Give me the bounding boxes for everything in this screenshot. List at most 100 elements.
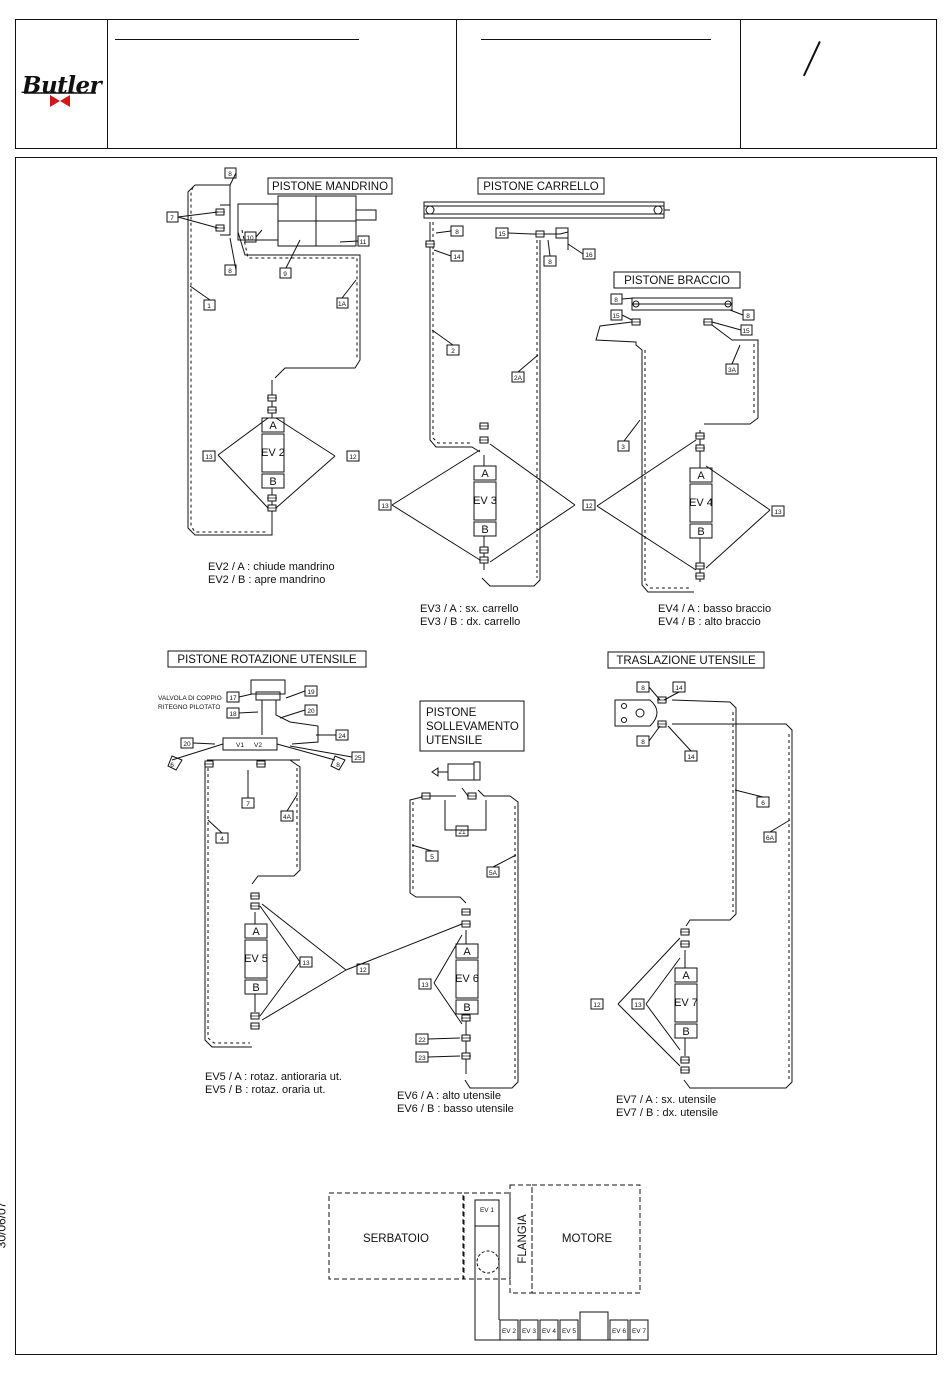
tag-m4: 11 <box>360 239 367 246</box>
tag-c5: 16 <box>585 252 593 259</box>
ev4-a-label: A <box>697 470 705 482</box>
ev7-b-label: B <box>682 1026 689 1038</box>
ev5-b-label: B <box>252 982 259 994</box>
ev6-caption-a: EV6 / A : alto utensile <box>397 1090 501 1102</box>
ev4-caption-a: EV4 / A : basso braccio <box>658 603 771 615</box>
tag-s3: 5A <box>489 870 498 877</box>
tag-m7: 1 <box>207 303 211 310</box>
ev1-label: EV 1 <box>480 1207 494 1214</box>
ev7-caption-b: EV7 / B : dx. utensile <box>616 1107 718 1119</box>
tag-t6: 6A <box>766 835 775 842</box>
braccio-title-box <box>613 271 741 289</box>
manifold-ev6: EV 6 <box>612 1328 626 1335</box>
tag-m5: 8 <box>228 268 232 275</box>
tag-m2: 7 <box>170 215 174 222</box>
code-cell <box>456 20 741 148</box>
ev6-body <box>455 959 479 999</box>
tag-r9: 8 <box>336 762 340 769</box>
section-traslazione <box>590 651 793 1089</box>
hose-5a <box>430 787 519 1089</box>
tag-s6: 23 <box>418 1055 426 1062</box>
tag-r11: 4 <box>220 836 224 843</box>
tag-b1: 8 <box>614 297 618 304</box>
ev4-caption-b: EV4 / B : alto braccio <box>658 616 761 628</box>
tag-r12: 4A <box>283 814 292 821</box>
hose-2a <box>481 240 541 587</box>
tag-t5: 6 <box>761 800 765 807</box>
tag-b4: 15 <box>742 328 750 335</box>
ev3-label: EV 3 <box>473 495 497 507</box>
ev3-a-box <box>473 465 497 481</box>
section-traslazione-text: TRASLAZIONE UTENSILE A EV 7 B 8 14 8 14 … <box>593 655 774 1119</box>
hose-6 <box>671 699 737 927</box>
valve-note-line2: RITEGNO PILOTATO <box>158 704 220 711</box>
ev6-b-box <box>455 999 479 1015</box>
tag-m6: 9 <box>283 271 287 278</box>
leader-12-ev2 <box>275 417 336 509</box>
tag-m9: 13 <box>205 454 213 461</box>
check-valve-block <box>222 737 278 751</box>
section-braccio-text: PISTONE BRACCIO A EV 4 B 8 15 8 15 3A 3 … <box>612 275 782 628</box>
ev2-a-label: A <box>269 420 277 432</box>
v2-label: V2 <box>254 742 262 749</box>
tag-t3: 8 <box>641 739 645 746</box>
tag-s2: 5 <box>430 854 434 861</box>
tag-b6: 3 <box>621 444 625 451</box>
ev2-body <box>261 433 285 473</box>
port-6-icon <box>167 755 183 771</box>
mandrino-pipe-top <box>195 184 231 236</box>
tag-b3: 8 <box>746 313 750 320</box>
ev3-b-label: B <box>481 524 488 536</box>
section-sollevamento-text: PISTONE SOLLEVAMENTO UTENSILE A EV 6 B 2… <box>397 707 519 1115</box>
flange-label: FLANGIA <box>517 1214 529 1264</box>
mandrino-title-box <box>267 177 393 195</box>
hose-1a-dash <box>241 229 358 358</box>
tag-r3: 19 <box>307 689 315 696</box>
tag-m10: 12 <box>349 454 357 461</box>
rotazione-motor <box>250 679 286 701</box>
leader-13-ev5 <box>259 905 301 1017</box>
tag-r1: 17 <box>229 695 237 702</box>
leader-12-ev3 <box>489 443 576 563</box>
mandrino-title: PISTONE MANDRINO <box>272 181 388 193</box>
ev7-b-box <box>674 1023 698 1039</box>
carrello-title: PISTONE CARRELLO <box>483 181 599 193</box>
tag-r6: 20 <box>183 741 191 748</box>
tag-b5: 3A <box>728 367 737 374</box>
ev2-a-box <box>261 417 285 433</box>
ev4-b-label: B <box>697 526 704 538</box>
braccio-cylinder <box>631 297 733 311</box>
rotazione-title-box <box>167 650 367 668</box>
manifold-ev3: EV 3 <box>522 1328 536 1335</box>
ev5-a-label: A <box>252 926 260 938</box>
ev2-b-label: B <box>269 476 276 488</box>
hose-6a <box>672 723 793 1089</box>
brand-name: Butler <box>22 72 102 99</box>
tag-r8: 6 <box>170 762 174 769</box>
manifold-ev7: EV 7 <box>632 1328 646 1335</box>
mandrino-cylinder <box>237 195 377 247</box>
hose-3 <box>595 321 694 593</box>
section-carrello <box>378 177 670 587</box>
power-unit-layout <box>328 1184 649 1341</box>
leader-12-ev6 <box>345 923 463 971</box>
tag-t8: 13 <box>634 1002 642 1009</box>
leader-13-ev4 <box>705 465 771 569</box>
tag-b2: 15 <box>612 313 620 320</box>
description-cell <box>107 20 457 148</box>
sollevamento-title-2: SOLLEVAMENTO <box>426 721 519 733</box>
motor-label: MOTORE <box>562 1233 613 1245</box>
manifold-ev4: EV 4 <box>542 1328 556 1335</box>
ev6-caption-b: EV6 / B : basso utensile <box>397 1103 514 1115</box>
tag-r13: 13 <box>302 960 310 967</box>
manifold-ev5: EV 5 <box>562 1328 576 1335</box>
carrello-title-box <box>477 177 605 195</box>
ev3-a-label: A <box>481 468 489 480</box>
ev5-label: EV 5 <box>244 953 268 965</box>
manifold-ev2: EV 2 <box>502 1328 516 1335</box>
leader-12-ev7 <box>617 937 681 1067</box>
ev5-caption-a: EV5 / A : rotaz. antioraria ut. <box>205 1071 342 1083</box>
tag-m1: 8 <box>228 171 232 178</box>
ev7-label: EV 7 <box>674 997 698 1009</box>
